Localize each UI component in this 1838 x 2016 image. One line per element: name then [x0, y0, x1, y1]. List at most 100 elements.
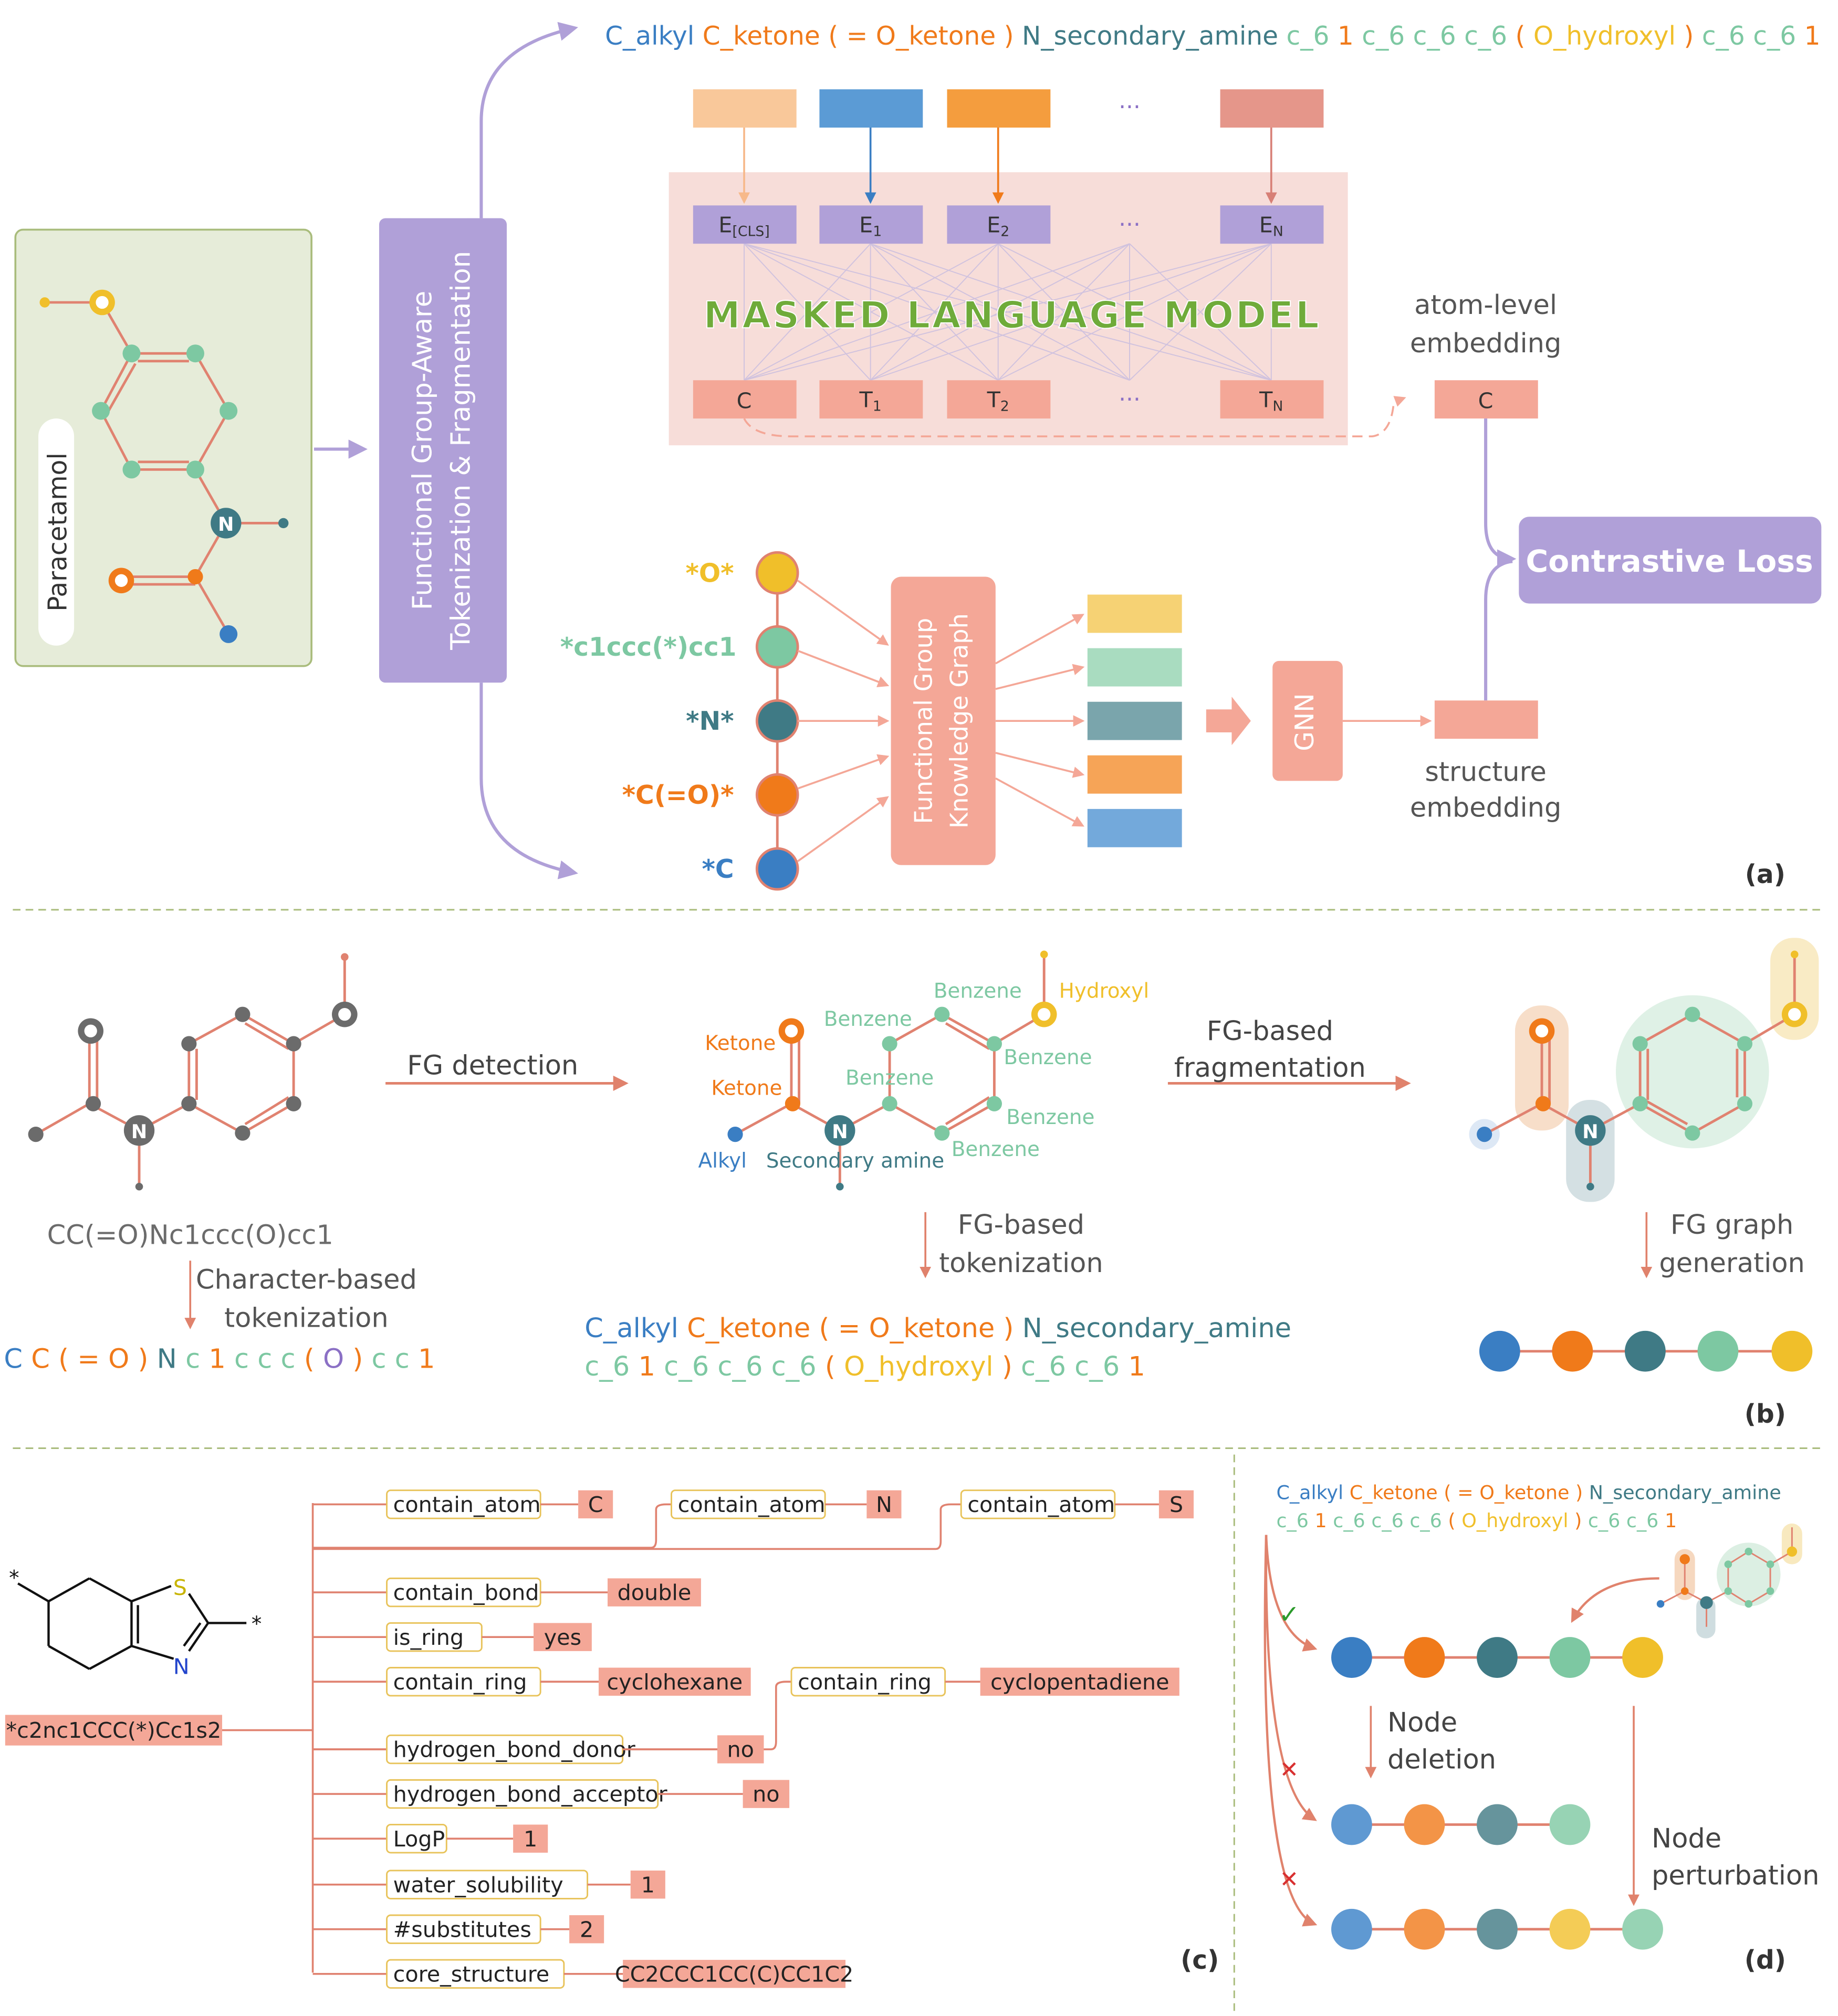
token: O_ketone	[868, 22, 996, 51]
gnn-box	[1272, 660, 1343, 781]
label-hydroxyl: Hydroxyl	[1059, 980, 1149, 1003]
kg-value-box	[607, 1578, 701, 1606]
token: 1	[1796, 22, 1820, 51]
token: c_6	[1405, 22, 1456, 51]
token: O_hydroxyl	[1456, 1509, 1569, 1532]
frag-atom-amine-label: N	[1582, 1120, 1599, 1143]
token: =	[829, 1313, 860, 1344]
fg-graph-label-2: generation	[1659, 1248, 1804, 1279]
kg-embedding-2	[1087, 648, 1182, 687]
token: C_ketone	[694, 22, 820, 51]
label-benzene-mid: Benzene	[845, 1066, 934, 1090]
atom-c	[186, 460, 204, 479]
atom-c-alkyl	[220, 625, 238, 643]
gray-atom-o-inner	[338, 1008, 351, 1021]
token: c	[249, 1343, 272, 1374]
gray-atom-o-inner	[84, 1024, 97, 1037]
token: O_ketone	[1474, 1482, 1570, 1504]
frag-atom-benzene	[1632, 1096, 1648, 1111]
token: (	[820, 22, 838, 51]
d-pert-node-1	[1331, 1908, 1372, 1950]
kg-value-label: no	[753, 1782, 779, 1807]
label-benzene-top: Benzene	[934, 980, 1022, 1003]
token: c_6	[709, 1351, 763, 1382]
kg-value-label: 1	[524, 1826, 537, 1852]
module-label-2: Tokenization & Fragmentation	[446, 251, 477, 650]
token: N_secondary_amine	[1014, 22, 1279, 51]
token: C_alkyl	[584, 1313, 678, 1344]
thiazole-smiles-bg	[5, 1715, 223, 1746]
kg-embedding-4	[1087, 755, 1182, 794]
label-secondary-amine: Secondary amine	[766, 1149, 944, 1173]
thiazole-molecule	[17, 1577, 247, 1670]
thiazole-star-left: *	[9, 1567, 19, 1590]
paracetamol-label-bg	[38, 418, 75, 646]
atom-n-label: N	[218, 513, 234, 536]
panel-d-label: (d)	[1745, 1946, 1786, 1975]
kg-value-label: no	[727, 1737, 754, 1762]
kg-value-label: 1	[641, 1872, 655, 1897]
fg-graph-node-ketone	[1552, 1330, 1593, 1372]
frag-atom-alkyl	[1477, 1127, 1492, 1142]
fg-atom-amine-label: N	[832, 1120, 848, 1143]
kg-value-label: double	[618, 1580, 692, 1605]
d-pert-node-2	[1404, 1908, 1445, 1950]
d-arrow-molecule-to-graph	[1571, 1577, 1659, 1623]
token: c_6	[1277, 1509, 1309, 1532]
token: c_6	[1365, 1509, 1404, 1532]
d-node-benzene	[1549, 1637, 1591, 1678]
smiles-paracetamol: CC(=O)Nc1ccc(O)cc1	[47, 1220, 333, 1251]
kg-connector	[312, 1681, 791, 1750]
thiazole-smiles: *c2nc1CCC(*)Cc1s2	[6, 1718, 222, 1743]
d-del-node-2	[1404, 1804, 1445, 1845]
contrastive-loss-box	[1519, 517, 1822, 604]
arrow-to-contrastive-top	[1484, 418, 1517, 569]
kg-value-box	[623, 1960, 846, 1988]
panel-c-label: (c)	[1181, 1946, 1219, 1975]
token: O_hydroxyl	[1525, 22, 1676, 51]
node-to-kg-arrows	[797, 580, 890, 862]
atom-c	[92, 402, 110, 420]
kg-value-box	[717, 1735, 764, 1763]
token: (	[296, 1343, 315, 1374]
token: C_alkyl	[605, 22, 694, 51]
kg-value-box	[630, 1870, 665, 1899]
fg-atom-benzene	[882, 1096, 897, 1111]
arrow-module-down	[479, 682, 578, 879]
panel-a-label: (a)	[1745, 860, 1785, 889]
fg-node-label-ketone: *C(=O)*	[622, 781, 734, 810]
d-node-perturb-label-2: perturbation	[1652, 1861, 1819, 1892]
kg-value-label: C	[588, 1492, 603, 1517]
token: c	[177, 1343, 200, 1374]
fg-node-label-o: *O*	[685, 559, 734, 588]
thiazole-star-right: *	[252, 1612, 262, 1636]
d-cross-icon-2: ✕	[1279, 1866, 1299, 1893]
fg-node-n	[755, 699, 799, 743]
fg-graph-node-alkyl	[1479, 1330, 1520, 1372]
label-ketone-c: Ketone	[711, 1076, 782, 1100]
mlm-title: MASKED LANGUAGE MODEL	[704, 294, 1321, 337]
kg-key-label: contain_atom	[678, 1492, 826, 1517]
kg-key-label: core_structure	[393, 1961, 550, 1987]
d-cross-icon-1: ✕	[1279, 1757, 1299, 1783]
fg-detection-label: FG detection	[407, 1050, 578, 1081]
fg-node-label-benzene: *c1ccc(*)cc1	[560, 633, 737, 662]
kg-key-label: LogP	[393, 1826, 445, 1852]
d-pert-node-3	[1477, 1908, 1518, 1950]
kg-value-label: S	[1169, 1492, 1183, 1517]
embed-e-cls-label: E[CLS]	[718, 212, 769, 239]
frag-atom-amine	[1575, 1115, 1606, 1146]
d-node-ketone	[1404, 1637, 1445, 1678]
token: O	[315, 1343, 344, 1374]
input-bar-1	[693, 89, 797, 128]
gray-atom	[28, 1127, 44, 1142]
label-benzene-left: Benzene	[824, 1007, 912, 1031]
token: 1	[1329, 22, 1353, 51]
token: c	[363, 1343, 386, 1374]
token: (	[1438, 1482, 1451, 1504]
embed-e-cls	[693, 205, 797, 244]
gray-atom	[286, 1036, 301, 1052]
fg-atom-hydroxyl-inner	[1038, 1008, 1051, 1021]
